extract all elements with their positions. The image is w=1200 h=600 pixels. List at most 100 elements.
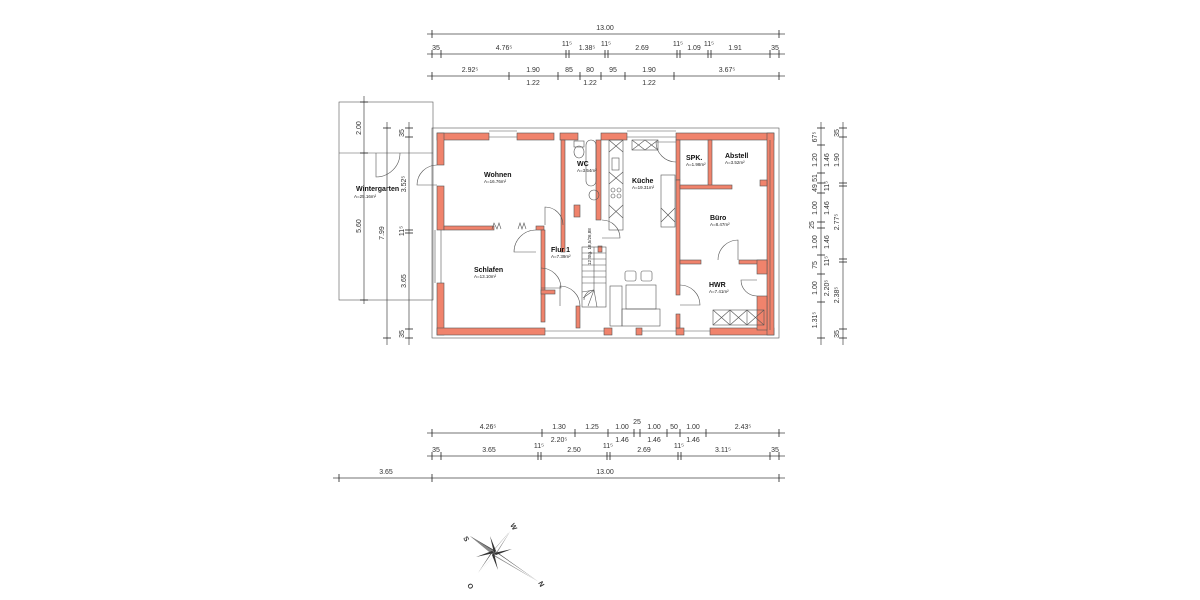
svg-text:2.20⁵: 2.20⁵ bbox=[551, 437, 568, 444]
dim-top-total: 13.00 bbox=[596, 25, 614, 32]
house-walls bbox=[416, 127, 780, 339]
svg-text:2.69: 2.69 bbox=[635, 45, 649, 52]
room-label-wc: WC bbox=[577, 161, 589, 168]
room-label-kueche: Küche bbox=[632, 178, 654, 185]
chair-icon bbox=[624, 270, 653, 282]
fixtures bbox=[573, 139, 765, 327]
room-label-wintergarten: Wintergarten bbox=[356, 186, 399, 193]
svg-text:1.20: 1.20 bbox=[812, 153, 819, 167]
svg-text:2.43⁵: 2.43⁵ bbox=[735, 424, 752, 431]
svg-text:1.00: 1.00 bbox=[686, 424, 700, 431]
room-label-abstell: Abstell bbox=[725, 153, 748, 160]
room-label-schlafen: Schlafen bbox=[474, 267, 503, 274]
room-area-kueche: A=19.31m² bbox=[632, 185, 655, 190]
room-area-flur: A=7.39m² bbox=[551, 254, 571, 259]
svg-text:67⁵: 67⁵ bbox=[812, 132, 819, 143]
svg-text:1.46: 1.46 bbox=[824, 153, 831, 167]
room-label-wohnen: Wohnen bbox=[484, 172, 511, 179]
svg-text:50: 50 bbox=[670, 424, 678, 431]
svg-text:11⁵: 11⁵ bbox=[399, 226, 406, 236]
room-label-spk: SPK. bbox=[686, 155, 702, 162]
svg-text:1.90: 1.90 bbox=[642, 67, 656, 74]
svg-text:3.52⁵: 3.52⁵ bbox=[401, 176, 408, 193]
stair-label: 12 Stg. 18,5/26,88 bbox=[587, 228, 592, 265]
room-area-wintergarten: A=25.16m² bbox=[354, 194, 377, 199]
toilet-tank-icon bbox=[573, 140, 585, 148]
svg-text:1.22: 1.22 bbox=[583, 80, 597, 87]
svg-text:3.65: 3.65 bbox=[401, 274, 408, 288]
svg-text:2.20⁵: 2.20⁵ bbox=[824, 280, 831, 297]
svg-text:2.92⁵: 2.92⁵ bbox=[462, 67, 479, 74]
compass-w: W bbox=[508, 523, 518, 533]
svg-text:35: 35 bbox=[399, 129, 406, 137]
room-area-spk: A=1.98m² bbox=[686, 162, 706, 167]
svg-text:11⁵: 11⁵ bbox=[603, 443, 613, 450]
svg-text:1.00: 1.00 bbox=[812, 201, 819, 215]
svg-text:3.11⁵: 3.11⁵ bbox=[715, 447, 731, 454]
washing-machine-icon bbox=[712, 309, 765, 326]
compass-n: N bbox=[536, 581, 545, 589]
stove-icon bbox=[608, 139, 624, 219]
svg-text:1.00: 1.00 bbox=[812, 281, 819, 295]
svg-text:2.50: 2.50 bbox=[567, 447, 581, 454]
svg-text:35: 35 bbox=[432, 45, 440, 52]
svg-text:1.22: 1.22 bbox=[526, 80, 540, 87]
svg-text:2.69: 2.69 bbox=[637, 447, 651, 454]
bottom-dimensions: 4.26⁵ 1.30 1.25 1.00 25 1.00 50 1.00 2.4… bbox=[333, 419, 785, 482]
svg-text:11⁵: 11⁵ bbox=[704, 41, 714, 48]
svg-text:2.00: 2.00 bbox=[356, 121, 363, 135]
room-area-wohnen: A=16.76m² bbox=[484, 179, 507, 184]
svg-text:35: 35 bbox=[834, 129, 841, 137]
svg-text:3.65: 3.65 bbox=[379, 469, 393, 476]
svg-text:1.31⁵: 1.31⁵ bbox=[812, 312, 819, 329]
sink-icon bbox=[588, 189, 600, 201]
svg-text:11⁵: 11⁵ bbox=[824, 256, 831, 266]
svg-text:80: 80 bbox=[586, 67, 594, 74]
top-dimensions: 13.00 35 4.76⁵ 11⁵ 1.38⁵ 11⁵ 2.69 11⁵ 1.… bbox=[427, 25, 785, 87]
compass-rose-icon: S W O N bbox=[461, 523, 545, 592]
svg-text:13.00: 13.00 bbox=[596, 469, 614, 476]
svg-text:11⁵: 11⁵ bbox=[673, 41, 683, 48]
svg-text:3.65: 3.65 bbox=[482, 447, 496, 454]
svg-text:1.46: 1.46 bbox=[824, 201, 831, 215]
svg-text:35: 35 bbox=[771, 45, 779, 52]
room-label-buero: Büro bbox=[710, 215, 726, 222]
compass-s: S bbox=[461, 536, 470, 544]
svg-text:1.00: 1.00 bbox=[812, 235, 819, 249]
svg-text:49: 49 bbox=[812, 184, 819, 192]
svg-text:11⁵: 11⁵ bbox=[824, 181, 831, 191]
svg-text:11⁵: 11⁵ bbox=[674, 443, 684, 450]
room-area-wc: A=3.54m² bbox=[577, 168, 597, 173]
svg-text:75: 75 bbox=[812, 261, 819, 269]
room-area-schlafen: A=13.10m² bbox=[474, 274, 497, 279]
svg-text:11⁵: 11⁵ bbox=[562, 41, 572, 48]
svg-text:5.60: 5.60 bbox=[356, 219, 363, 233]
svg-text:1.90: 1.90 bbox=[526, 67, 540, 74]
svg-text:35: 35 bbox=[834, 330, 841, 338]
dining-table-icon bbox=[625, 284, 657, 310]
room-area-abstell: A=3.52m² bbox=[725, 160, 745, 165]
toilet-icon bbox=[573, 145, 585, 159]
room-label-flur: Flur 1 bbox=[551, 247, 570, 254]
staircase: 12 Stg. 18,5/26,88 bbox=[581, 228, 607, 308]
room-area-buero: A=8.47m² bbox=[710, 222, 730, 227]
wintergarten: Wintergarten A=25.16m² 2.00 5.60 7.99 35… bbox=[338, 96, 434, 345]
svg-text:85: 85 bbox=[565, 67, 573, 74]
svg-text:1.46: 1.46 bbox=[824, 235, 831, 249]
svg-text:35: 35 bbox=[432, 447, 440, 454]
svg-text:7.99: 7.99 bbox=[379, 226, 386, 240]
room-area-hwr: A=7.41m² bbox=[709, 289, 729, 294]
svg-text:1.30: 1.30 bbox=[552, 424, 566, 431]
svg-text:2.77⁵: 2.77⁵ bbox=[834, 214, 841, 231]
svg-text:1.00: 1.00 bbox=[647, 424, 661, 431]
svg-text:1.46: 1.46 bbox=[615, 437, 629, 444]
room-labels: Wohnen A=16.76m² WC A=3.54m² Küche A=19.… bbox=[474, 153, 748, 294]
svg-text:4.26⁵: 4.26⁵ bbox=[480, 424, 497, 431]
svg-text:1.25: 1.25 bbox=[585, 424, 599, 431]
svg-text:1.22: 1.22 bbox=[642, 80, 656, 87]
svg-text:35: 35 bbox=[771, 447, 779, 454]
doors bbox=[513, 141, 758, 307]
svg-text:25: 25 bbox=[633, 419, 641, 426]
svg-text:11⁵: 11⁵ bbox=[534, 443, 544, 450]
